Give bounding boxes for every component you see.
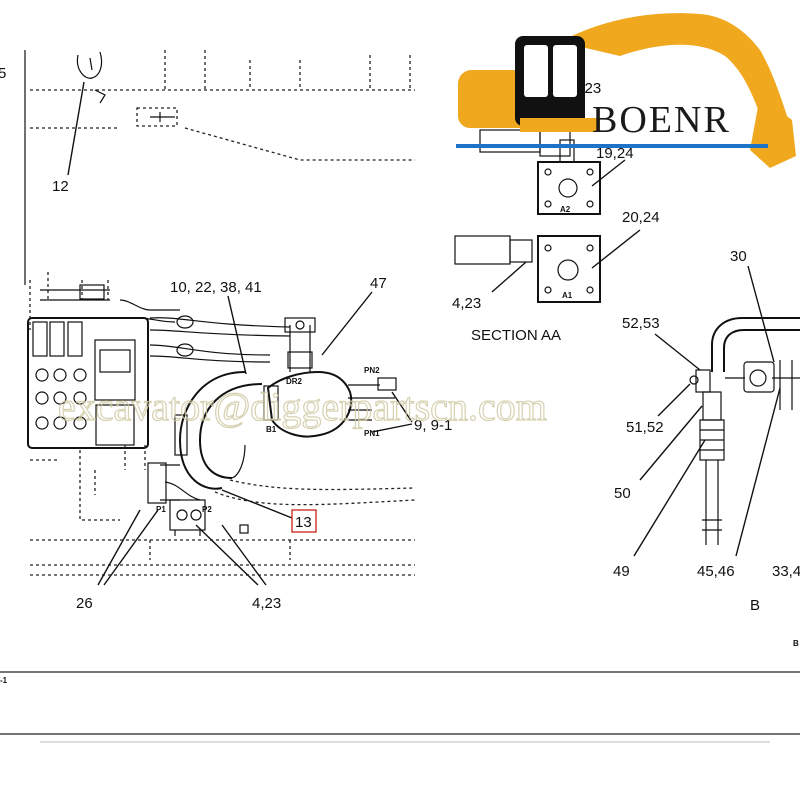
svg-text:12: 12 bbox=[52, 178, 69, 195]
svg-text:30: 30 bbox=[730, 248, 747, 265]
port-p2: P2 bbox=[202, 505, 212, 514]
brand-text: BOENR bbox=[592, 99, 731, 141]
view-b-assembly bbox=[689, 317, 800, 545]
callout-12: 12 bbox=[52, 81, 85, 195]
port-pn2: PN2 bbox=[364, 366, 380, 375]
port-a2: A2 bbox=[560, 205, 571, 214]
svg-text:26: 26 bbox=[76, 595, 93, 612]
svg-text:20,24: 20,24 bbox=[622, 209, 660, 226]
section-aa-upper: A2 bbox=[479, 125, 601, 215]
port-b1: B1 bbox=[266, 425, 277, 434]
svg-text:4,23: 4,23 bbox=[452, 295, 481, 312]
callout-20-24: 20,24 bbox=[591, 209, 660, 269]
page-mark-bottom-left: -1 bbox=[0, 676, 8, 685]
svg-text:51,52: 51,52 bbox=[626, 419, 664, 436]
callout-45-46: 45,46 bbox=[697, 387, 781, 580]
chassis-outline-bottom bbox=[30, 479, 416, 576]
watermark-text: excavator@diggerpartscn.com bbox=[58, 384, 547, 429]
svg-text:10, 22, 38, 41: 10, 22, 38, 41 bbox=[170, 279, 262, 296]
chassis-outline-top bbox=[24, 50, 415, 285]
port-a1: A1 bbox=[562, 291, 573, 300]
title-block: -1 bbox=[0, 671, 800, 743]
callout-26: 26 bbox=[76, 509, 159, 612]
callout-13: 13 bbox=[221, 489, 317, 533]
callout-33: 33,4 bbox=[772, 563, 800, 580]
excavator-body bbox=[458, 70, 520, 128]
port-pn1: PN1 bbox=[364, 429, 380, 438]
port-dr2: DR2 bbox=[286, 377, 303, 386]
svg-text:4,23: 4,23 bbox=[252, 595, 281, 612]
callout-50: 50 bbox=[614, 405, 703, 502]
callout-30: 30 bbox=[730, 248, 775, 363]
section-aa-title: SECTION AA bbox=[471, 327, 561, 344]
callout-4-23-left: 4,23 bbox=[195, 524, 281, 612]
svg-text:52,53: 52,53 bbox=[622, 315, 660, 332]
callout-47: 47 bbox=[321, 275, 387, 356]
svg-text:50: 50 bbox=[614, 485, 631, 502]
callout-10-22-38-41: 10, 22, 38, 41 bbox=[170, 279, 262, 375]
callout-52-53: 52,53 bbox=[622, 315, 701, 371]
svg-text:19,24: 19,24 bbox=[596, 145, 634, 162]
page-mark-right: B bbox=[793, 639, 799, 648]
excavator-arm bbox=[560, 13, 790, 150]
pump-body: B1 DR2 PN2 PN1 bbox=[263, 317, 397, 438]
callout-4-23-section: 4,23 bbox=[452, 261, 527, 312]
boenr-logo: BOENR bbox=[456, 13, 796, 168]
port-p1: P1 bbox=[156, 505, 166, 514]
svg-text:13: 13 bbox=[295, 514, 312, 531]
callout-49: 49 bbox=[613, 439, 706, 580]
callout-51-52: 51,52 bbox=[626, 383, 691, 436]
hose-routing bbox=[147, 315, 291, 504]
pilot-block: P1 P2 bbox=[156, 499, 249, 536]
excavator-stick bbox=[750, 96, 796, 168]
callout-19-24: 19,24 bbox=[591, 145, 634, 187]
section-aa-lower: A1 bbox=[454, 235, 601, 303]
callout-9-9-1: 9, 9-1 bbox=[371, 391, 452, 434]
page-mark-left: 5 bbox=[0, 65, 6, 82]
view-b-label: B bbox=[750, 597, 760, 614]
svg-text:33,4: 33,4 bbox=[772, 563, 800, 580]
svg-text:45,46: 45,46 bbox=[697, 563, 735, 580]
svg-text:9, 9-1: 9, 9-1 bbox=[414, 417, 452, 434]
control-valve-assembly bbox=[27, 272, 180, 521]
svg-text:47: 47 bbox=[370, 275, 387, 292]
svg-text:49: 49 bbox=[613, 563, 630, 580]
